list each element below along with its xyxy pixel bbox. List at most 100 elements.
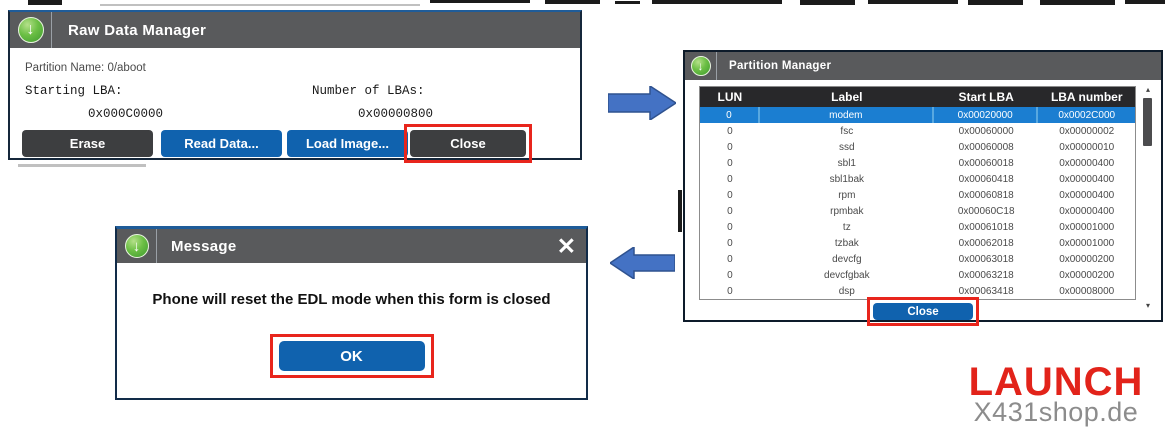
- scroll-down-icon[interactable]: ▾: [1145, 301, 1150, 310]
- table-cell-start-lba: 0x00063018: [958, 253, 1014, 265]
- table-cell-label: tzbak: [834, 237, 859, 249]
- table-cell-lun: 0: [727, 189, 733, 201]
- background-artifact: [615, 1, 640, 4]
- table-cell-label: tz: [842, 221, 851, 233]
- table-cell-lun: 0: [727, 125, 733, 137]
- highlight-box-close: Close: [867, 297, 979, 326]
- raw-data-manager-titlebar[interactable]: ↓ Raw Data Manager: [10, 12, 580, 48]
- highlight-box-close: Close: [404, 124, 532, 163]
- table-cell-label: rpm: [838, 189, 856, 201]
- brand-site: X431shop.de: [973, 397, 1139, 427]
- ok-button[interactable]: OK: [278, 341, 425, 371]
- table-cell-start-lba: 0x00020000: [934, 107, 1039, 123]
- download-icon: ↓: [17, 17, 44, 43]
- table-cell-label: modem: [760, 107, 934, 123]
- table-row[interactable]: 0 rpm 0x00060818 0x00000400: [700, 187, 1135, 203]
- table-cell-lba-number: 0x00000400: [1059, 157, 1115, 169]
- table-cell-label: ssd: [839, 141, 855, 153]
- flow-arrow-right-icon: [608, 86, 676, 120]
- table-cell-lba-number: 0x00000002: [1059, 125, 1115, 137]
- dialog-title: Message: [171, 237, 237, 255]
- number-of-lbas-label: Number of LBAs:: [312, 84, 425, 98]
- number-of-lbas-value: 0x00000800: [358, 107, 434, 121]
- table-cell-lun: 0: [727, 253, 733, 265]
- background-artifact: [430, 0, 530, 3]
- table-cell-start-lba: 0x00060C18: [957, 205, 1015, 217]
- table-row[interactable]: 0 fsc 0x00060000 0x00000002: [700, 123, 1135, 139]
- table-cell-lba-number: 0x00000400: [1059, 173, 1115, 185]
- table-cell-start-lba: 0x00060818: [958, 189, 1014, 201]
- table-cell-lun: 0: [727, 173, 733, 185]
- background-artifact: [800, 0, 855, 5]
- table-cell-label: devcfg: [832, 253, 862, 265]
- table-cell-lba-number: 0x0002C000: [1058, 109, 1116, 121]
- column-header-label: Label: [831, 90, 863, 104]
- background-artifact: [652, 0, 782, 4]
- raw-data-manager-dialog: ↓ Raw Data Manager Partition Name: 0/abo…: [8, 10, 582, 163]
- table-cell-label: fsc: [840, 125, 854, 137]
- download-icon: ↓: [124, 234, 149, 258]
- table-row[interactable]: 0 rpmbak 0x00060C18 0x00000400: [700, 203, 1135, 219]
- table-cell-lba-number: 0x00000400: [1059, 205, 1115, 217]
- close-icon[interactable]: ✕: [556, 232, 576, 259]
- partition-manager-dialog: ↓ Partition Manager LUN Label Start LBA …: [683, 50, 1163, 326]
- highlight-box-ok: OK: [269, 334, 434, 378]
- download-icon: ↓: [690, 56, 711, 76]
- table-cell-start-lba: 0x00063218: [958, 269, 1014, 281]
- titlebar-icon-cell: ↓: [10, 12, 52, 48]
- scrollbar-thumb[interactable]: [1143, 98, 1152, 146]
- table-cell-lun: 0: [700, 107, 760, 123]
- table-cell-start-lba: 0x00060000: [958, 125, 1014, 137]
- table-cell-lun: 0: [727, 285, 733, 297]
- table-cell-start-lba: 0x00060018: [958, 157, 1014, 169]
- load-image-button[interactable]: Load Image...: [287, 130, 408, 157]
- column-header-lba-number: LBA number: [1050, 90, 1123, 104]
- background-artifact: [1040, 0, 1115, 5]
- background-artifact: [1125, 0, 1165, 4]
- background-artifact: [545, 0, 600, 4]
- table-cell-label: devcfgbak: [824, 269, 870, 281]
- dialog-title: Partition Manager: [729, 60, 832, 72]
- table-cell-lba-number: 0x00000400: [1059, 189, 1115, 201]
- read-data-button[interactable]: Read Data...: [161, 130, 282, 157]
- table-cell-lun: 0: [727, 205, 733, 217]
- table-cell-lun: 0: [727, 269, 733, 281]
- flow-arrow-left-icon: [610, 247, 675, 279]
- table-scrollbar[interactable]: ▴ ▾: [1141, 85, 1155, 310]
- brand-logo: LAUNCH: [968, 360, 1144, 404]
- table-cell-label: rpmbak: [830, 205, 864, 217]
- table-cell-start-lba: 0x00062018: [958, 237, 1014, 249]
- table-cell-label: sbl1bak: [829, 173, 865, 185]
- starting-lba-value: 0x000C0000: [88, 107, 164, 121]
- close-button[interactable]: Close: [410, 130, 526, 157]
- message-titlebar[interactable]: ↓ Message ✕: [117, 229, 586, 263]
- message-text: Phone will reset the EDL mode when this …: [152, 291, 551, 308]
- titlebar-icon-cell: ↓: [685, 52, 717, 80]
- table-cell-start-lba: 0x00061018: [958, 221, 1014, 233]
- close-button[interactable]: Close: [873, 303, 973, 320]
- background-artifact: [678, 190, 682, 232]
- starting-lba-label: Starting LBA:: [25, 84, 123, 98]
- column-header-start-lba: Start LBA: [958, 90, 1014, 104]
- table-cell-lba-number: 0x00000010: [1059, 141, 1115, 153]
- partition-manager-titlebar[interactable]: ↓ Partition Manager: [685, 52, 1161, 80]
- table-row[interactable]: 0 devcfgbak 0x00063218 0x00000200: [700, 267, 1135, 283]
- scroll-up-icon[interactable]: ▴: [1145, 85, 1150, 94]
- table-cell-lun: 0: [727, 221, 733, 233]
- table-cell-lba-number: 0x00008000: [1059, 285, 1115, 297]
- background-artifact: [28, 0, 62, 5]
- erase-button[interactable]: Erase: [22, 130, 153, 157]
- dialog-title: Raw Data Manager: [68, 21, 207, 39]
- background-artifact: [868, 0, 958, 4]
- table-cell-lba-number: 0x00000200: [1059, 269, 1115, 281]
- table-cell-lun: 0: [727, 237, 733, 249]
